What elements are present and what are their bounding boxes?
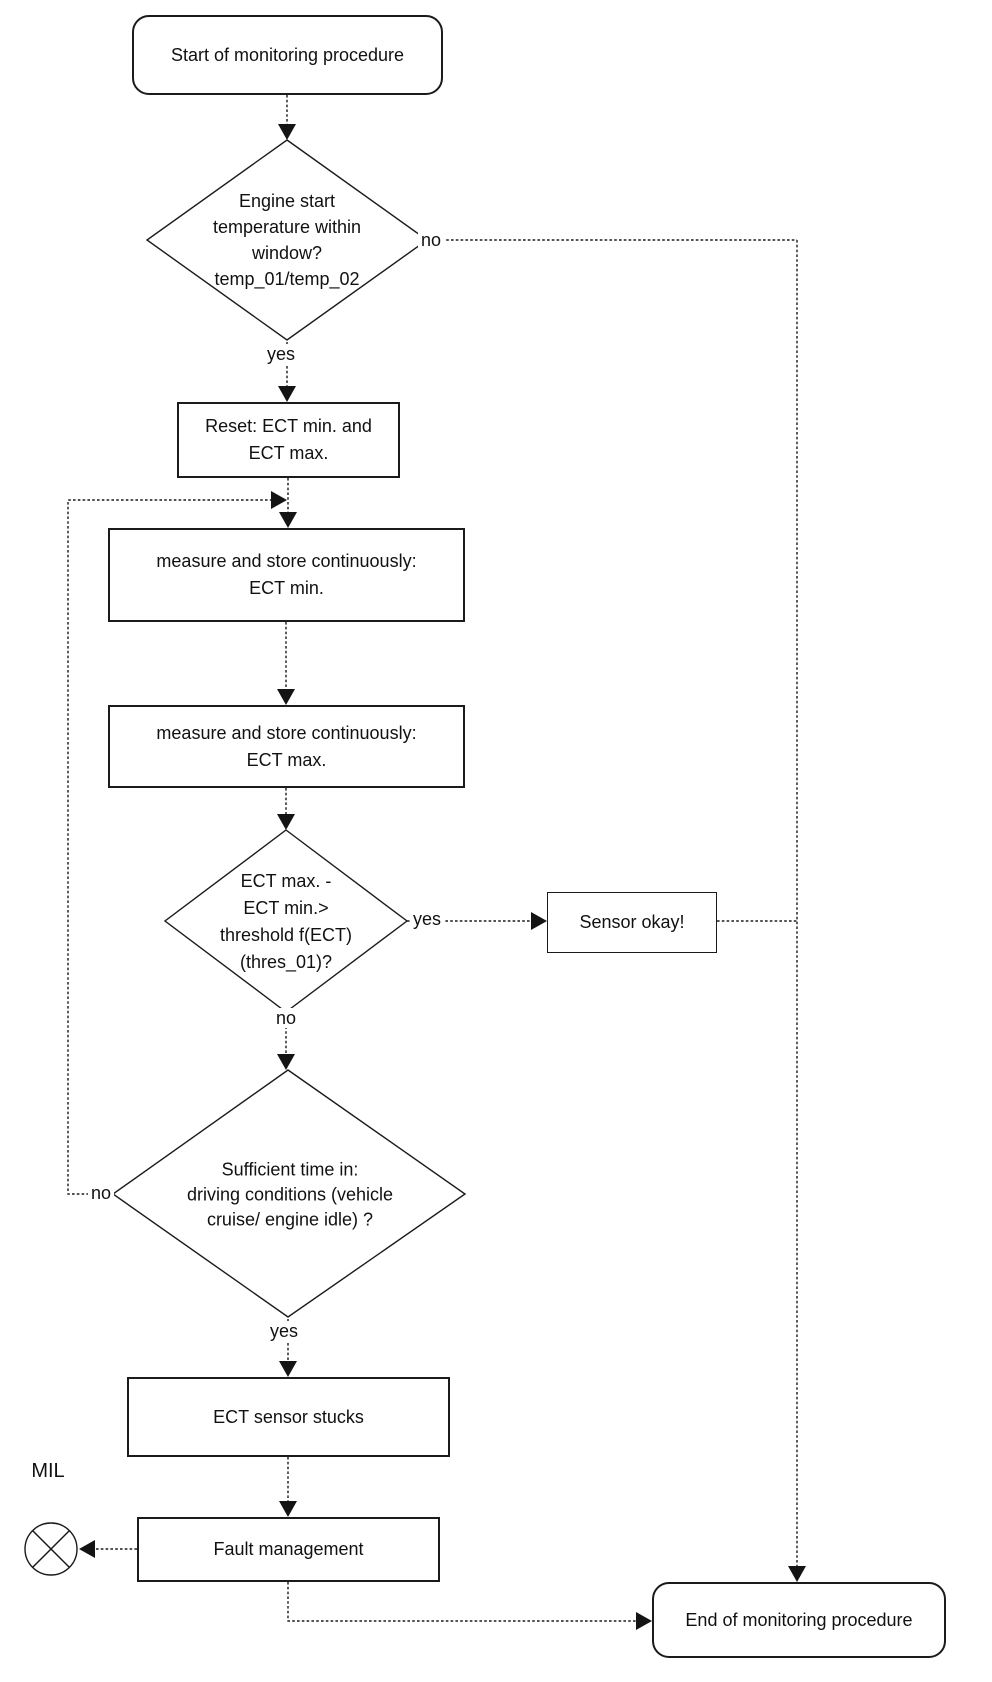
arrowhead-down-icon [277,1054,295,1070]
sufficient-time-decision-shape [111,1069,467,1318]
engine-start-window-decision-shape [145,139,429,341]
ect-sensor-stucks-node: ECT sensor stucks [127,1377,450,1457]
end-node: End of monitoring procedure [652,1582,946,1658]
arrowhead-down-icon [278,124,296,140]
arrowhead-down-icon [277,689,295,705]
arrowhead-right-icon [636,1612,652,1630]
fault-management-node: Fault management [137,1517,440,1582]
mil-label: MIL [31,1460,65,1482]
arrowhead-down-icon [277,814,295,830]
start-node: Start of monitoring procedure [132,15,443,95]
arrowhead-down-icon [278,386,296,402]
measure-ect-min-node: measure and store continuously: ECT min. [108,528,465,622]
reset-ect-node: Reset: ECT min. and ECT max. [177,402,400,478]
sufficient-time-decision-text: Sufficient time in: driving conditions (… [186,1159,394,1230]
connector-fault-to-end [287,1582,637,1622]
threshold-yes-label: yes [409,909,445,929]
sensor-okay-node: Sensor okay! [547,892,717,953]
engine-start-window-decision-text: Engine start temperature within window? … [212,191,362,289]
arrowhead-down-icon [279,512,297,528]
threshold-decision-text: ECT max. - ECT min.> threshold f(ECT) (t… [219,871,353,972]
arrowhead-down-icon [279,1361,297,1377]
arrowhead-right-icon [531,912,547,930]
sufficient-time-no-label: no [87,1183,115,1203]
arrowhead-left-icon [79,1540,95,1558]
arrowhead-down-icon [788,1566,806,1582]
arrowhead-down-icon [279,1501,297,1517]
connector-loop-back [67,499,272,1195]
threshold-no-label: no [272,1008,300,1028]
engine-window-no-label: no [417,230,445,250]
engine-window-yes-label: yes [263,344,299,364]
arrowhead-right-icon [271,491,287,509]
mil-indicator-icon [24,1522,78,1576]
sufficient-time-yes-label: yes [266,1321,302,1341]
measure-ect-max-node: measure and store continuously: ECT max. [108,705,465,788]
